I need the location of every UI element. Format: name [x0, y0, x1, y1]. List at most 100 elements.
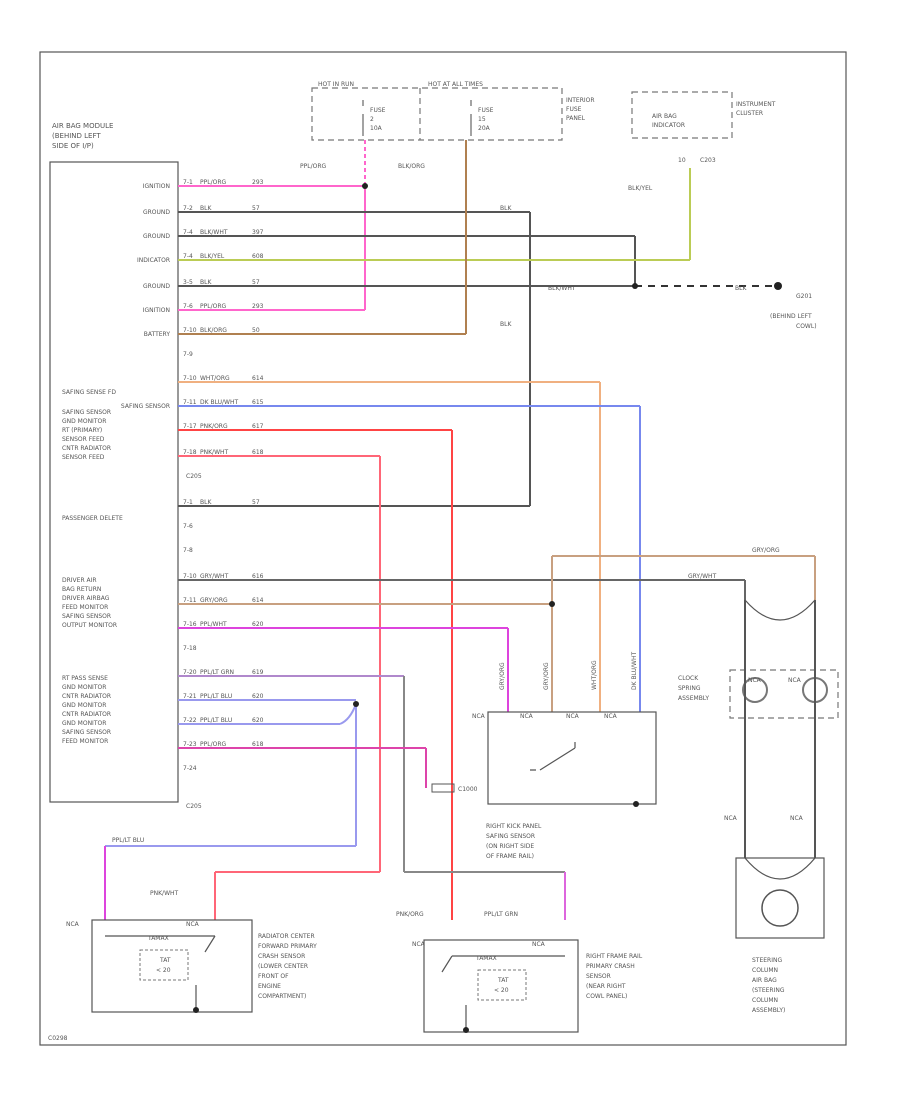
safing-line-4: CNTR RADIATOR [62, 445, 111, 452]
pin-label-6: BATTERY [144, 331, 171, 338]
splice-3 [549, 601, 555, 607]
frame-pin-1: NCA [412, 941, 426, 948]
lbl-ppl-lt-blu: PPL/LT BLU [112, 837, 144, 844]
pin-wire-4: BLK [200, 279, 212, 286]
fuse-wire-2: BLK/ORG [398, 163, 425, 170]
driver-line-3: FEED MONITOR [62, 604, 108, 611]
fuse1-l1: FUSE [370, 107, 386, 114]
module-connector-2: C205 [186, 803, 202, 810]
pin-number-18: 7-18 [183, 645, 197, 652]
lbl-blk-top: BLK [500, 205, 512, 212]
driver-line-5: OUTPUT MONITOR [62, 622, 117, 629]
pin-number-17: 7-16 [183, 621, 197, 628]
pin-circuit-0: 293 [252, 179, 264, 186]
module-title-2: (BEHIND LEFT [52, 132, 101, 140]
pin-number-16: 7-11 [183, 597, 197, 604]
frame-line-2: SENSOR [586, 973, 611, 980]
pin-wire-1: BLK [200, 205, 212, 212]
cluster-pin: 10 [678, 157, 686, 164]
lbl-vert-2: GRY/ORG [543, 662, 550, 690]
safing-pin-2: NCA [566, 713, 580, 720]
lbl-vert-4: DK BLU/WHT [631, 652, 638, 690]
safing-resistor-icon [431, 783, 455, 793]
clock-spring-box [729, 669, 839, 719]
pin-number-20: 7-21 [183, 693, 197, 700]
pin-number-10: 7-17 [183, 423, 197, 430]
safing-sensor-box [487, 711, 657, 805]
steering-line-3: (STEERING [752, 987, 785, 994]
air-bag-module-box [49, 161, 179, 803]
pin-circuit-15: 616 [252, 573, 264, 580]
pin-wire-22: PPL/ORG [200, 741, 226, 748]
pin-number-7: 7-9 [183, 351, 193, 358]
steering-line-5: ASSEMBLY) [752, 1007, 785, 1014]
clock-spring-left-icon [742, 677, 768, 703]
pin-circuit-5: 293 [252, 303, 264, 310]
module-connector-1: C205 [186, 473, 202, 480]
pin-wire-3: BLK/YEL [200, 253, 225, 260]
pin-circuit-21: 620 [252, 717, 264, 724]
pin-circuit-1: 57 [252, 205, 260, 212]
pin-wire-21: PPL/LT BLU [200, 717, 232, 724]
pin-number-0: 7-1 [183, 179, 193, 186]
lbl-blk-mid: BLK [500, 321, 512, 328]
clock-pin-1: NCA [748, 677, 762, 684]
frame-line-0: RIGHT FRAME RAIL [586, 953, 643, 960]
lbl-ground-loc1: (BEHIND LEFT [770, 313, 812, 320]
safing-sensor-line-1: SAFING SENSOR [486, 833, 535, 840]
rad-l3: < 20 [156, 967, 171, 974]
module-title-1: AIR BAG MODULE [52, 122, 113, 130]
radiator-line-0: RADIATOR CENTER [258, 933, 315, 940]
pin-circuit-4: 57 [252, 279, 260, 286]
steering-line-2: AIR BAG [752, 977, 777, 984]
lbl-ground-right: BLK [735, 285, 747, 292]
pin-label-3: INDICATOR [137, 257, 170, 264]
pin-circuit-9: 615 [252, 399, 264, 406]
pin-wire-12: BLK [200, 499, 212, 506]
pin-label-5: IGNITION [143, 307, 170, 314]
frame-l3: < 20 [494, 987, 509, 994]
fuse1-l2: 2 [370, 116, 374, 123]
pin-circuit-16: 614 [252, 597, 264, 604]
pin-number-3: 7-4 [183, 253, 193, 260]
clock-l3: ASSEMBLY [678, 695, 709, 702]
radiator-line-3: (LOWER CENTER [258, 963, 308, 970]
frame-sensor-box [423, 939, 579, 1033]
safing-line-5: SENSOR FEED [62, 454, 105, 461]
safing-ground-dot [633, 801, 639, 807]
pin-circuit-19: 619 [252, 669, 264, 676]
radiator-line-5: ENGINE [258, 983, 281, 990]
lbl-pnk-org: PNK/ORG [396, 911, 424, 918]
pin-number-23: 7-24 [183, 765, 197, 772]
rad-pin-2: NCA [186, 921, 200, 928]
frame-line-3: (NEAR RIGHT [586, 983, 626, 990]
lbl-vert-1: GRY/ORG [499, 662, 506, 690]
rad-switch-icon [105, 935, 216, 1009]
safing-pin-a: NCA [472, 713, 486, 720]
pin-wire-10: PNK/ORG [200, 423, 228, 430]
pin-number-4: 3-5 [183, 279, 193, 286]
pass-line-7: FEED MONITOR [62, 738, 108, 745]
panel-l2: FUSE [566, 106, 582, 113]
fuse1-l3: 10A [370, 125, 383, 132]
pin-number-2: 7-4 [183, 229, 193, 236]
ground-g201 [774, 282, 782, 290]
cluster-connector: C203 [700, 157, 716, 164]
lbl-gry-org: GRY/ORG [752, 547, 780, 554]
safing-pin-3: NCA [604, 713, 618, 720]
driver-line-1: BAG RETURN [62, 586, 101, 593]
lbl-ground: G201 [796, 293, 812, 300]
frame-ground-dot [463, 1027, 469, 1033]
pin-number-22: 7-23 [183, 741, 197, 748]
clock-pin-2: NCA [788, 677, 802, 684]
airbag-icon [761, 889, 799, 927]
pin-wire-6: BLK/ORG [200, 327, 227, 334]
clock-wire-2: NCA [790, 815, 804, 822]
splice-4 [353, 701, 359, 707]
lbl-ground-left: BLK/WHT [548, 285, 576, 292]
radiator-sensor-box [91, 919, 253, 1013]
